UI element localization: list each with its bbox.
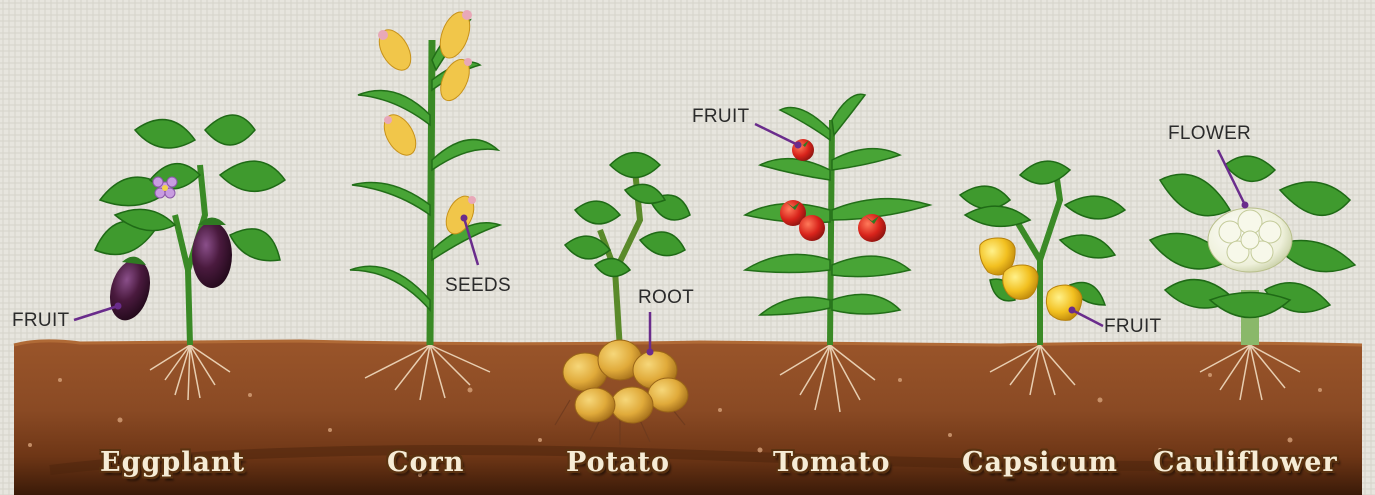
plant-name-capsicum: Capsicum: [962, 447, 1118, 478]
callout-cauliflower-flower: FLOWER: [1168, 123, 1251, 145]
plant-name-cauliflower: Cauliflower: [1153, 447, 1338, 478]
callout-potato-root: ROOT: [638, 287, 694, 309]
plant-name-corn: Corn: [387, 447, 464, 478]
callout-capsicum-fruit: FRUIT: [1104, 316, 1161, 338]
callout-corn-seeds: SEEDS: [445, 275, 511, 297]
plant-name-potato: Potato: [566, 447, 670, 478]
callout-tomato-fruit: FRUIT: [692, 106, 749, 128]
callout-eggplant-fruit: FRUIT: [12, 310, 69, 332]
plant-name-eggplant: Eggplant: [100, 447, 245, 478]
plant-name-tomato: Tomato: [773, 447, 891, 478]
